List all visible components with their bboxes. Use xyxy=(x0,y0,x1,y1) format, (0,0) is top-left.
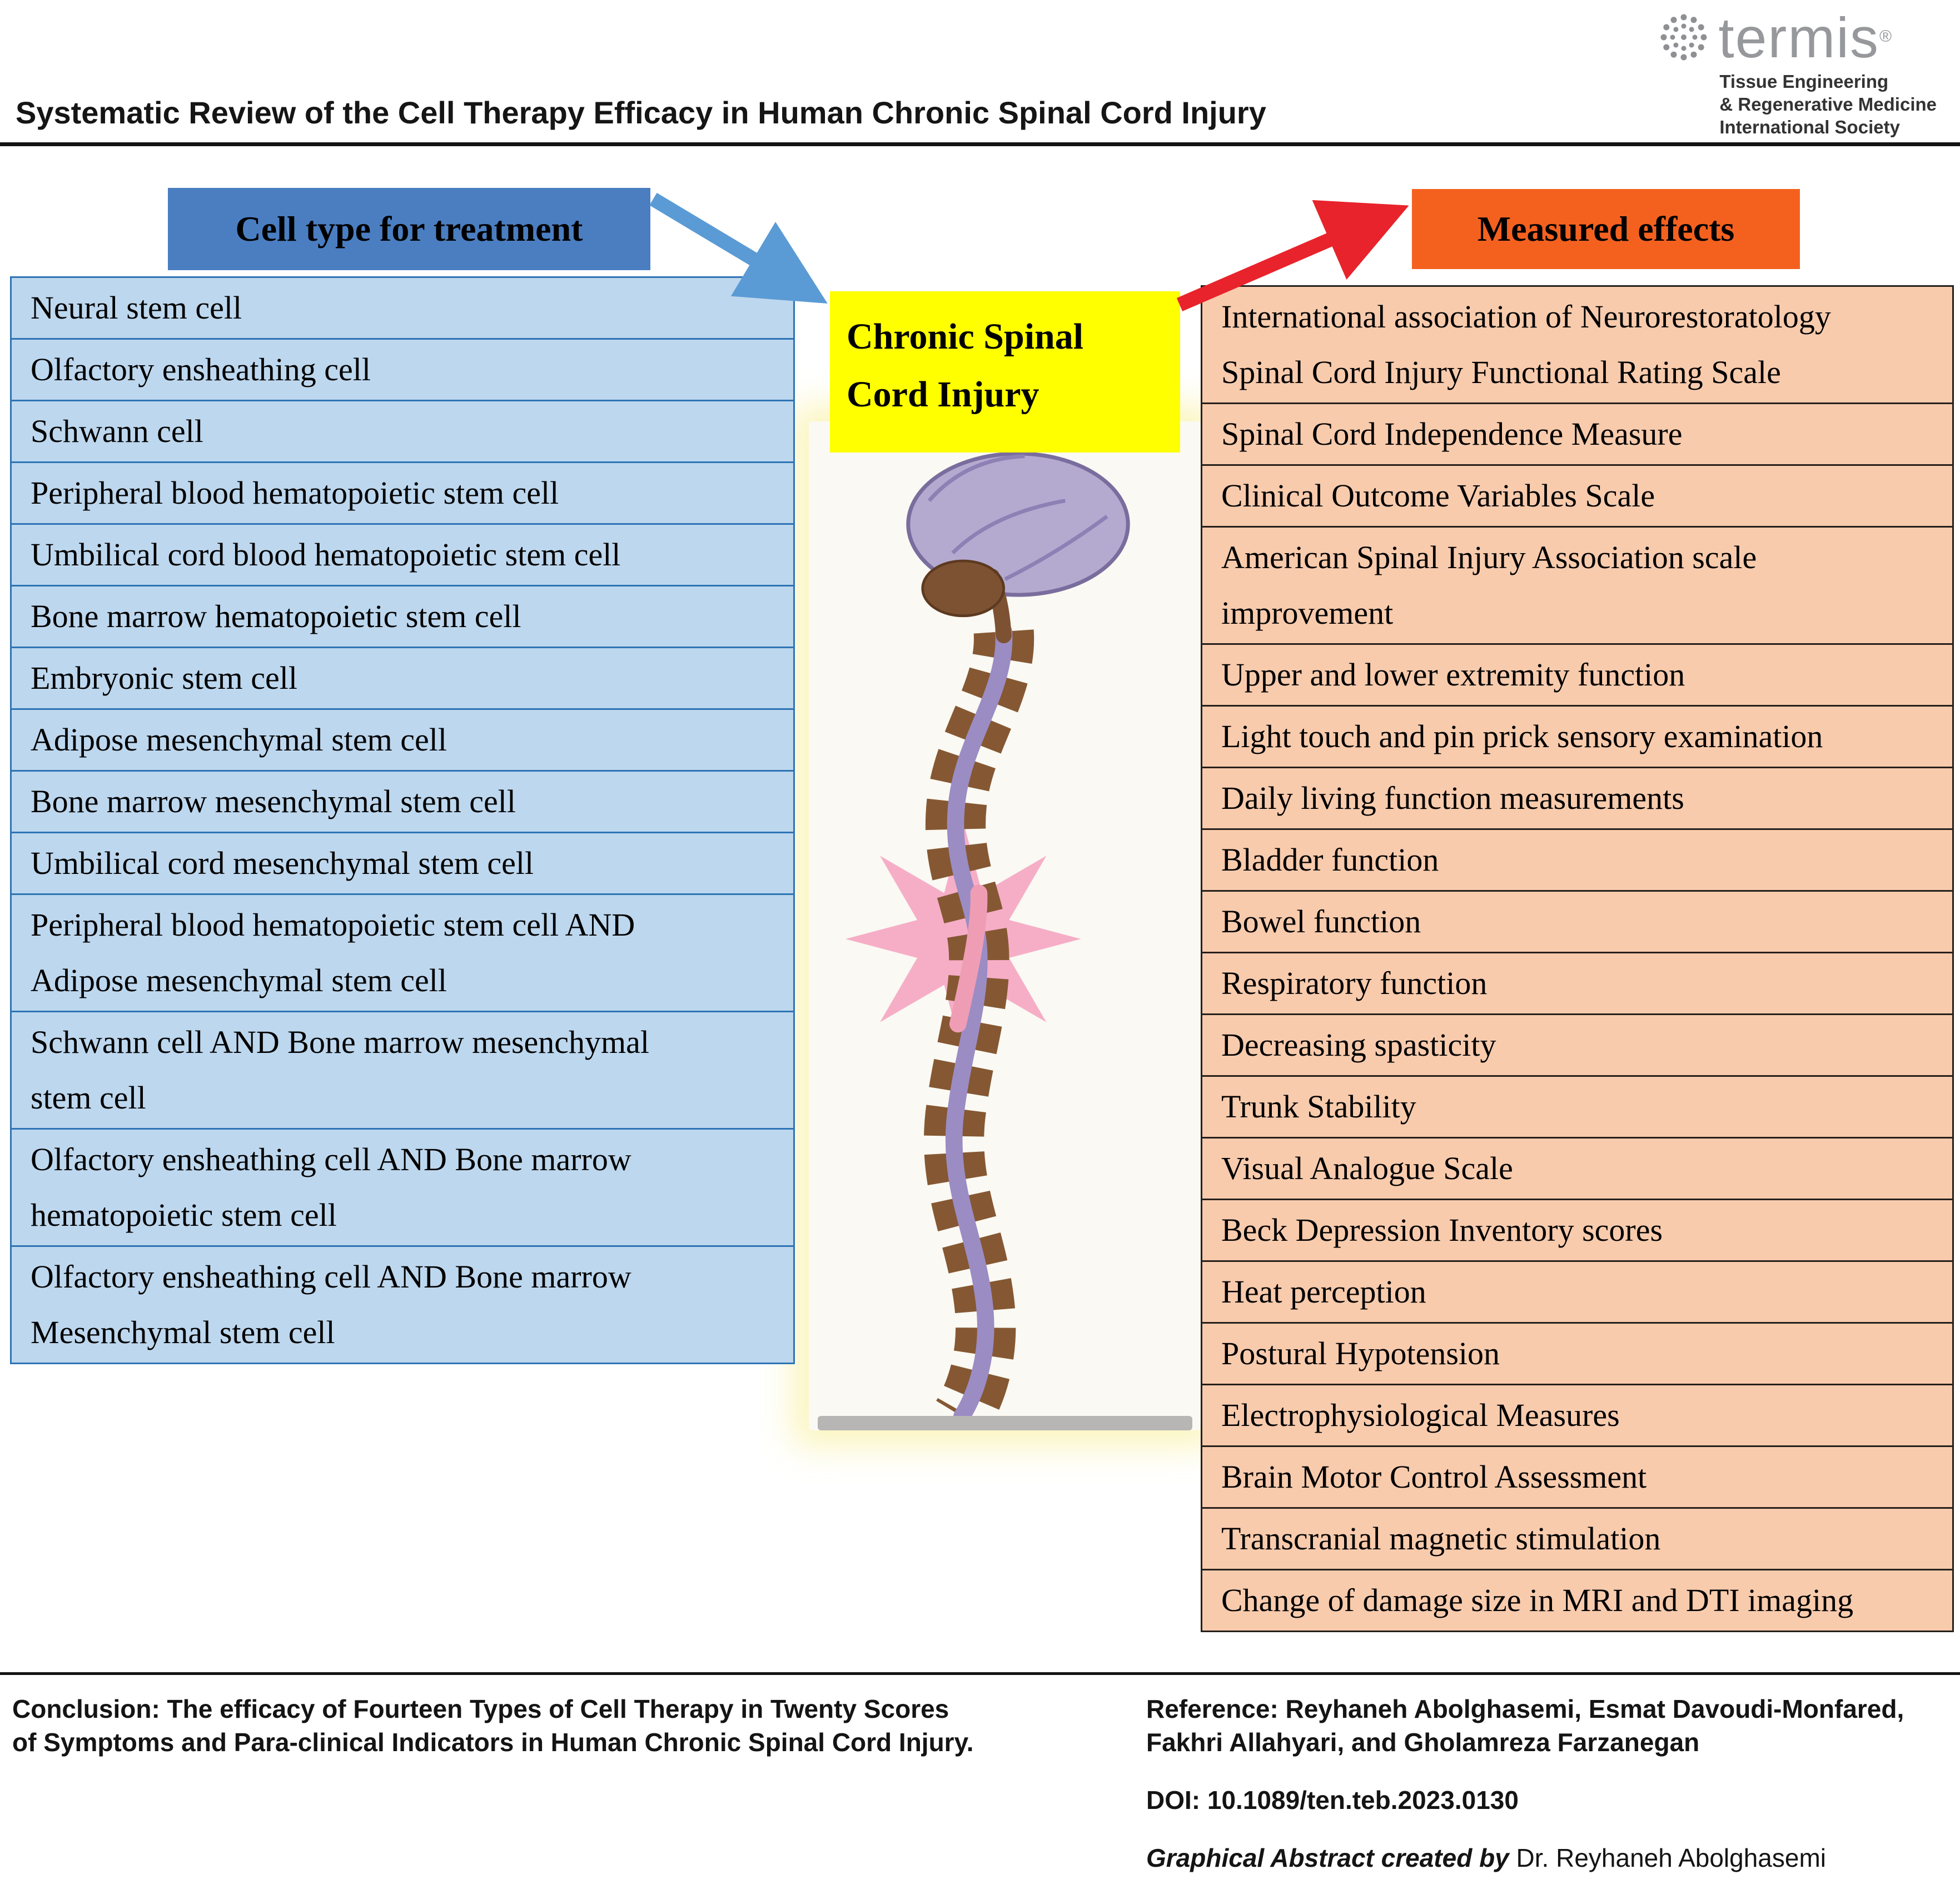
measured-effect-item: Brain Motor Control Assessment xyxy=(1201,1445,1954,1509)
measured-effect-item: Bowel function xyxy=(1201,890,1954,953)
termis-tagline: Tissue Engineering& Regenerative Medicin… xyxy=(1719,70,1937,138)
measured-effect-item: Heat perception xyxy=(1201,1260,1954,1324)
cell-type-item: Schwann cell xyxy=(10,400,795,463)
reference-text: Reference: Reyhaneh Abolghasemi, Esmat D… xyxy=(1146,1694,1904,1757)
injured-cord-segment xyxy=(949,884,988,1033)
doi-text: DOI: 10.1089/ten.teb.2023.0130 xyxy=(1146,1786,1519,1815)
cell-type-item: Olfactory ensheathing cell AND Bone marr… xyxy=(10,1128,795,1247)
cell-type-item: Bone marrow hematopoietic stem cell xyxy=(10,585,795,648)
credit-line: Graphical Abstract created by Dr. Reyhan… xyxy=(1146,1841,1952,1875)
cell-type-item: Adipose mesenchymal stem cell xyxy=(10,708,795,772)
cerebellum xyxy=(921,559,1005,618)
measured-effect-item: Daily living function measurements xyxy=(1201,767,1954,830)
termis-brand-text: termis® xyxy=(1718,6,1893,69)
cell-type-item: Schwann cell AND Bone marrow mesenchymal… xyxy=(10,1011,795,1130)
brain xyxy=(906,451,1130,644)
measured-effect-item: Clinical Outcome Variables Scale xyxy=(1201,464,1954,528)
termis-logo-icon xyxy=(1660,14,1707,61)
measured-effect-item: Decreasing spasticity xyxy=(1201,1013,1954,1077)
conclusion-text: Conclusion: The efficacy of Fourteen Typ… xyxy=(12,1694,974,1757)
spinal-cord xyxy=(945,623,1013,1425)
measured-effects-header: Measured effects xyxy=(1412,189,1800,269)
cell-type-item: Umbilical cord mesenchymal stem cell xyxy=(10,832,795,895)
measured-effect-item: Spinal Cord Independence Measure xyxy=(1201,402,1954,466)
cell-type-item: Olfactory ensheathing cell xyxy=(10,338,795,401)
cell-type-item: Neural stem cell xyxy=(10,276,795,340)
measured-effect-item: Beck Depression Inventory scores xyxy=(1201,1199,1954,1262)
measured-effect-item: American Spinal Injury Association scale… xyxy=(1201,526,1954,645)
header-divider-rule xyxy=(0,142,1960,146)
reference-block: Reference: Reyhaneh Abolghasemi, Esmat D… xyxy=(1146,1692,1952,1875)
measured-effect-item: Bladder function xyxy=(1201,828,1954,892)
measured-effect-item: Trunk Stability xyxy=(1201,1075,1954,1139)
cell-type-item: Peripheral blood hematopoietic stem cell… xyxy=(10,893,795,1012)
measured-effect-item: Respiratory function xyxy=(1201,952,1954,1015)
registered-mark: ® xyxy=(1879,27,1893,46)
cell-type-header: Cell type for treatment xyxy=(168,188,650,270)
measured-effect-item: Change of damage size in MRI and DTI ima… xyxy=(1201,1569,1954,1632)
cell-type-item: Olfactory ensheathing cell AND Bone marr… xyxy=(10,1245,795,1364)
panel-bottom-shadow xyxy=(818,1416,1192,1430)
measured-effects-list: International association of Neurorestor… xyxy=(1201,285,1954,1632)
cell-type-item: Peripheral blood hematopoietic stem cell xyxy=(10,461,795,525)
termis-logo: termis® Tissue Engineering& Regenerative… xyxy=(1656,9,1937,138)
measured-effect-item: Electrophysiological Measures xyxy=(1201,1384,1954,1447)
tagline-line: & Regenerative Medicine xyxy=(1719,94,1937,115)
measured-effect-item: Upper and lower extremity function xyxy=(1201,643,1954,707)
measured-effect-item: International association of Neurorestor… xyxy=(1201,285,1954,404)
page-title: Systematic Review of the Cell Therapy Ef… xyxy=(16,95,1266,130)
tagline-line: Tissue Engineering xyxy=(1719,71,1889,92)
credit-prefix: Graphical Abstract created by xyxy=(1146,1843,1509,1872)
tagline-line: International Society xyxy=(1719,117,1900,137)
spine-illustration xyxy=(809,421,1201,1430)
chronic-sci-label: Chronic Spinal Cord Injury xyxy=(830,291,1180,453)
cell-type-item: Bone marrow mesenchymal stem cell xyxy=(10,770,795,833)
measured-effect-item: Light touch and pin prick sensory examin… xyxy=(1201,705,1954,768)
footer-divider-rule xyxy=(0,1672,1960,1675)
measured-effect-item: Transcranial magnetic stimulation xyxy=(1201,1507,1954,1570)
measured-effect-item: Visual Analogue Scale xyxy=(1201,1137,1954,1200)
cell-type-item: Umbilical cord blood hematopoietic stem … xyxy=(10,523,795,586)
measured-effect-item: Postural Hypotension xyxy=(1201,1322,1954,1385)
credit-name: Dr. Reyhaneh Abolghasemi xyxy=(1516,1843,1827,1872)
cell-type-item: Embryonic stem cell xyxy=(10,647,795,710)
